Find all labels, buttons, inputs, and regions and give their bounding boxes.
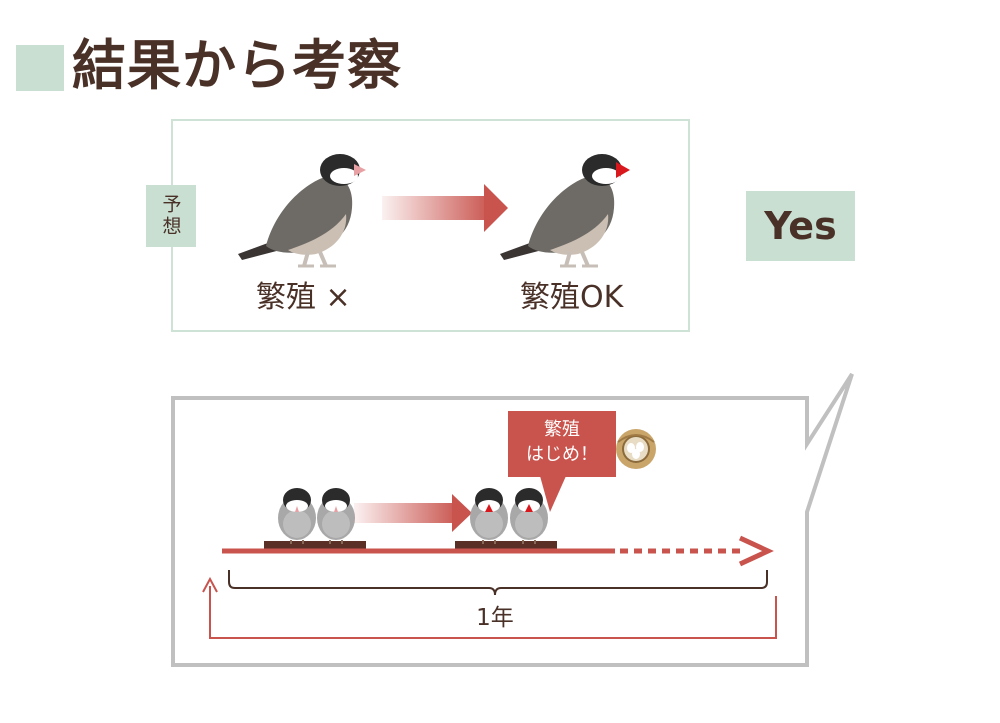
result-badge: Yes (746, 191, 855, 261)
title-marker (16, 45, 64, 91)
duration-label: 1年 (476, 605, 514, 631)
page-title: 結果から考察 (72, 34, 402, 97)
timeline-arrow (222, 535, 774, 567)
after-label: 繁殖OK (520, 280, 624, 315)
perch-after (455, 541, 557, 550)
breeding-callout-text: 繁殖 はじめ！ (508, 411, 616, 477)
sparrow-pair-after-icon (469, 487, 549, 545)
prediction-tag: 予想 (146, 185, 196, 247)
sparrow-after-icon (498, 152, 630, 268)
breeding-callout (508, 411, 616, 512)
callout-line-1: 繁殖 (544, 419, 580, 440)
before-label: 繁殖 × (256, 280, 351, 315)
nest-icon (616, 429, 656, 469)
prediction-arrow (382, 184, 508, 232)
growth-arrow (354, 494, 472, 532)
year-brace (228, 570, 768, 596)
sparrow-before-icon (236, 152, 366, 268)
perch-before (264, 541, 366, 550)
cycle-return-arrow (202, 576, 777, 639)
callout-line-2: はじめ！ (526, 444, 598, 465)
sparrow-pair-before-icon (277, 487, 356, 545)
speech-bubble-frame (171, 372, 854, 667)
